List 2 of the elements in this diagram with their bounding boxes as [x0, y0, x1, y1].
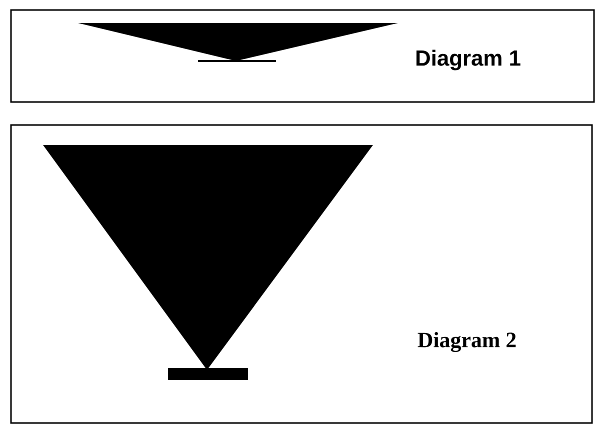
panel: Diagram 1	[10, 9, 595, 103]
panel: Diagram 2	[10, 124, 593, 424]
